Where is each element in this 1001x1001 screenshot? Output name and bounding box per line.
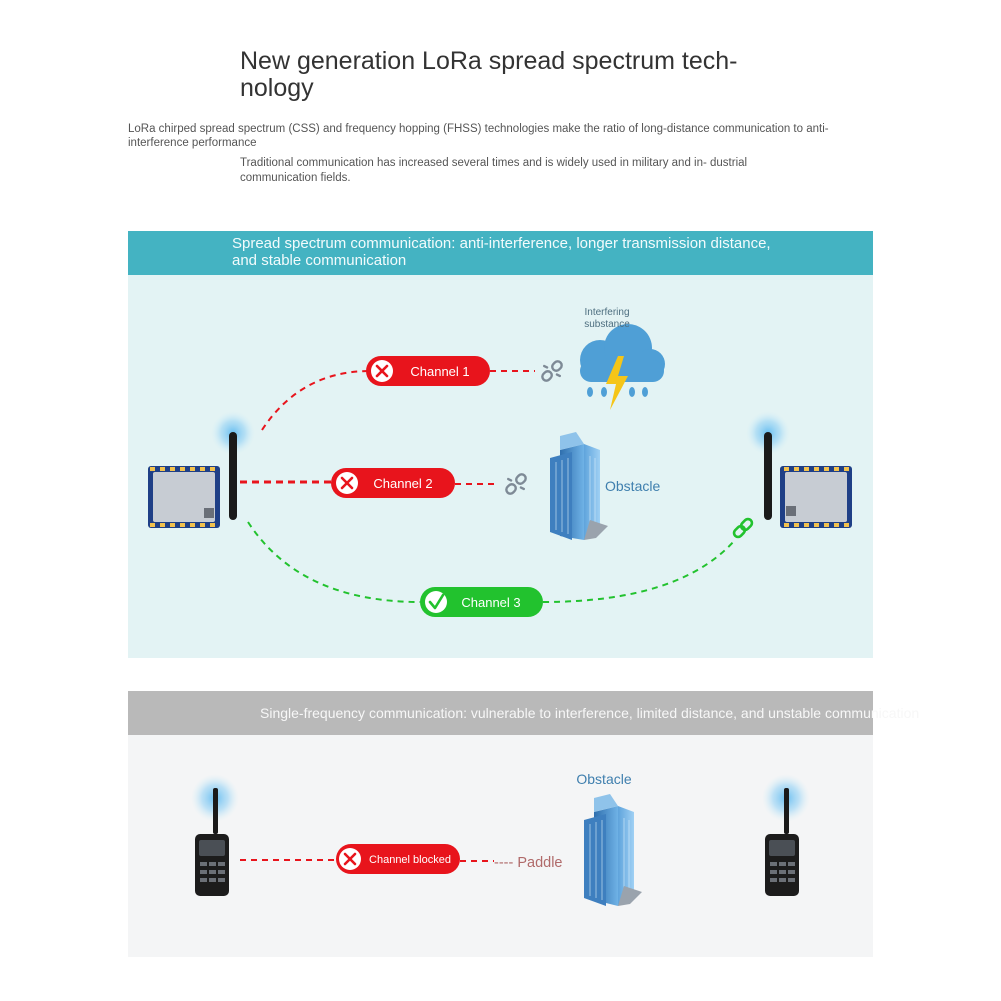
antenna-icon <box>213 788 218 834</box>
link-icon <box>732 517 754 539</box>
x-icon <box>340 476 354 490</box>
walkie-talkie-icon <box>765 834 799 896</box>
check-icon <box>428 593 445 610</box>
interfering-label-line-2: substance <box>584 319 630 330</box>
single-frequency-banner <box>128 691 873 735</box>
broken-link-icon <box>505 473 527 495</box>
walkie-talkie-icon <box>195 834 229 896</box>
channel-2-pill: Channel 2 <box>331 468 455 498</box>
channel-3-label: Channel 3 <box>461 595 520 610</box>
channel-1-pill: Channel 1 <box>366 356 490 386</box>
interference-cloud <box>580 324 665 410</box>
channel-blocked-label: Channel blocked <box>369 854 451 866</box>
building-icon <box>584 794 642 906</box>
single-frequency-banner-text: Single-frequency communication: vulnerab… <box>260 705 920 721</box>
obstacle-label-lower: Obstacle <box>576 771 631 787</box>
channel-3-path-right <box>542 539 736 603</box>
channel-1-label: Channel 1 <box>410 364 469 379</box>
lora-module-right <box>746 411 852 528</box>
lora-module-icon <box>148 466 220 528</box>
channel-3-pill: Channel 3 <box>420 587 543 617</box>
walkie-talkie-left <box>191 774 239 896</box>
subtitle-2: Traditional communication has increased … <box>240 157 748 184</box>
cloud-icon <box>580 324 665 382</box>
channel-1-path-left <box>261 370 369 431</box>
rain-icon <box>587 387 648 397</box>
spread-spectrum-panel <box>128 231 873 658</box>
lora-module-left <box>148 411 255 528</box>
subtitle-1: LoRa chirped spread spectrum (CSS) and f… <box>128 123 829 149</box>
obstacle-label-upper: Obstacle <box>605 478 660 494</box>
spread-spectrum-banner <box>128 231 873 275</box>
x-icon <box>343 852 357 866</box>
walkie-talkie-right <box>762 774 810 896</box>
antenna-icon <box>784 788 789 834</box>
page-title: New generation LoRa spread spectrum tech… <box>240 47 738 102</box>
paddle-label: ---- Paddle <box>494 855 563 871</box>
broken-link-icon <box>541 360 563 382</box>
building-icon <box>550 432 608 540</box>
interfering-label-line-1: Interfering <box>584 307 629 318</box>
antenna-icon <box>764 432 772 520</box>
channel-3-path-left <box>247 521 421 603</box>
x-icon <box>375 364 389 378</box>
channel-blocked-pill: Channel blocked <box>336 844 460 874</box>
single-frequency-panel <box>128 691 873 957</box>
spread-spectrum-banner-text: Spread spectrum communication: anti-inte… <box>232 235 771 269</box>
channel-2-label: Channel 2 <box>373 476 432 491</box>
lightning-icon <box>606 356 628 410</box>
antenna-icon <box>229 432 237 520</box>
lora-module-icon <box>780 466 852 528</box>
